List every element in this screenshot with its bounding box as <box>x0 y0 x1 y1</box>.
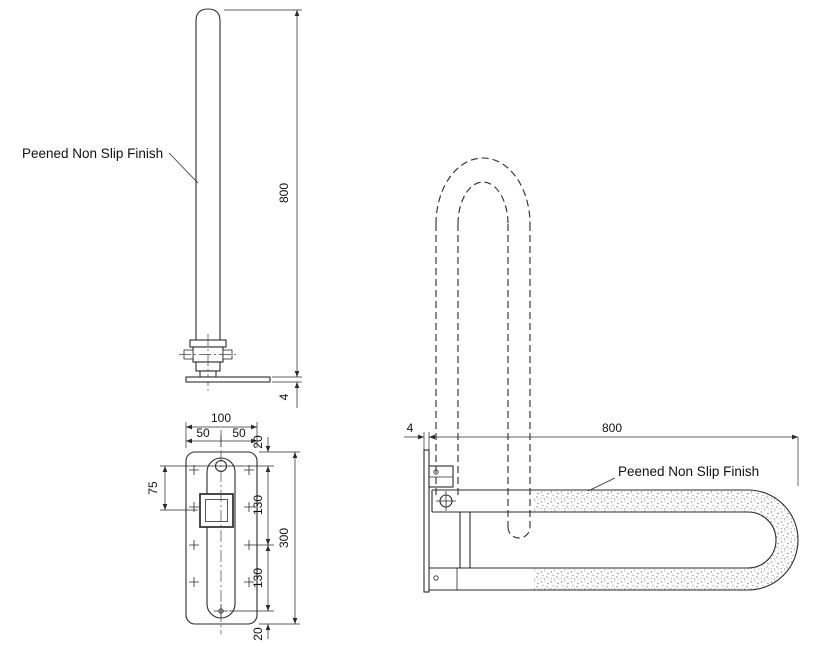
dim-text-length: 800 <box>602 421 622 435</box>
bend-texture <box>748 490 798 590</box>
bolt-cross <box>189 465 199 475</box>
hinge-block-outer <box>199 493 234 528</box>
front-view: 800 4 Peened Non Slip Finish <box>22 8 302 408</box>
front-dim-4: 4 <box>272 381 302 408</box>
peened-finish-label: Peened Non Slip Finish <box>22 146 163 161</box>
bolt-cross <box>244 502 254 512</box>
bolt-cross <box>244 540 254 550</box>
folded-tube-end-cap <box>507 526 531 539</box>
bolt-cross <box>244 577 254 587</box>
bolt-cross <box>189 540 199 550</box>
extension-line <box>423 432 430 450</box>
dim-text-plate-thickness: 4 <box>277 393 291 400</box>
dim-text-length: 300 <box>277 528 291 548</box>
dim-text-pivot-offset: 75 <box>146 481 160 495</box>
front-rail-tube <box>195 8 221 341</box>
hinge-link <box>459 512 471 568</box>
dim-text-half-right: 50 <box>232 426 246 440</box>
folded-left-tube <box>435 224 459 497</box>
plan-view: 100 50 50 75 20 130 130 20 300 <box>146 411 300 641</box>
bend-inner-arc <box>747 511 777 569</box>
plan-bolt-crosses <box>189 465 254 587</box>
bolt-cross <box>244 465 254 475</box>
dim-text-width: 100 <box>211 411 231 425</box>
plan-dim-chain: 20 130 130 20 <box>229 435 300 641</box>
extension-line <box>229 451 300 625</box>
dim-text-upper-spacing: 130 <box>251 495 265 515</box>
backplate-outline <box>185 451 258 625</box>
bolt-cross <box>189 577 199 587</box>
plan-dim-50-50: 50 50 <box>186 426 257 447</box>
top-tube-texture <box>534 491 748 512</box>
folded-bend-inner <box>457 181 509 225</box>
screw-hole <box>433 575 439 581</box>
folded-bend-outer <box>435 157 531 225</box>
leader-line <box>587 477 616 492</box>
dim-text-half-left: 50 <box>196 426 210 440</box>
bottom-tube-texture <box>534 569 748 590</box>
dim-text-top-edge: 20 <box>251 435 265 449</box>
side-view: 4 800 Peened Non Slip Finish <box>404 157 799 593</box>
bend-outer-arc <box>747 489 799 591</box>
front-peened-label: Peened Non Slip Finish <box>22 146 199 184</box>
side-peened-label: Peened Non Slip Finish <box>587 464 759 492</box>
base-plate-edge <box>185 376 271 383</box>
plan-dim-100: 100 <box>185 411 258 448</box>
peened-finish-label: Peened Non Slip Finish <box>618 464 759 479</box>
side-rail-horizontal <box>429 489 799 591</box>
dim-text-height: 800 <box>277 183 291 203</box>
side-dim-4: 4 <box>404 421 430 450</box>
hinge-lug <box>428 465 454 488</box>
hinge-block-inner <box>205 499 228 522</box>
front-hinge-assembly <box>179 334 237 394</box>
rail-tube-outline <box>195 8 221 341</box>
plan-dim-300: 300 <box>277 452 298 624</box>
bottom-tube-outline <box>429 567 748 591</box>
extension-line <box>160 465 213 511</box>
leader-line <box>168 152 199 184</box>
dim-text-plate-thickness: 4 <box>407 421 414 435</box>
plan-hinge-block <box>199 493 234 528</box>
wall-plate-edge <box>423 449 430 593</box>
side-rail-folded-up-dashed <box>435 157 531 539</box>
dim-text-lower-spacing: 130 <box>251 568 265 588</box>
dim-text-bottom-edge: 20 <box>251 627 265 641</box>
plan-dim-75: 75 <box>146 465 213 511</box>
pivot-crosshair <box>436 491 456 511</box>
side-hinge-assembly <box>428 465 471 590</box>
front-dim-800: 800 <box>224 9 302 378</box>
folded-right-tube <box>507 224 531 527</box>
side-dim-800: 800 <box>429 421 799 486</box>
